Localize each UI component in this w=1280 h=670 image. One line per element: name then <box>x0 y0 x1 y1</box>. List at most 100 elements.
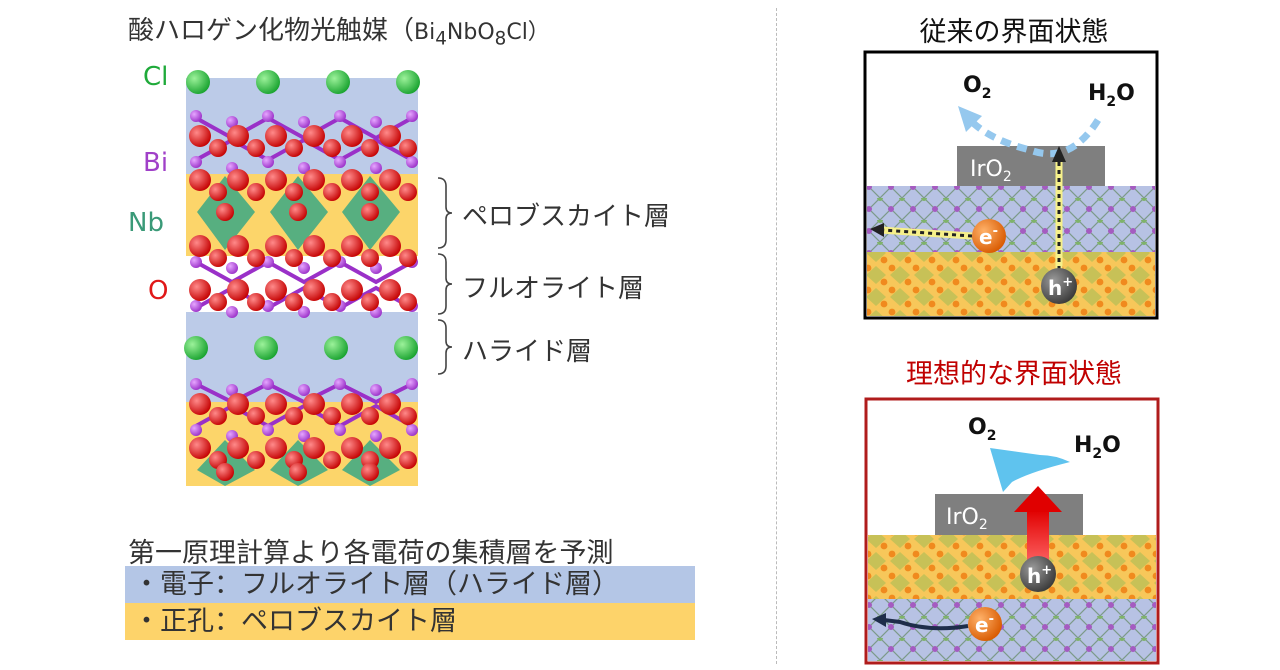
electron-label: e- <box>975 612 994 637</box>
hole-ball <box>1041 268 1077 304</box>
o-atom <box>379 437 401 459</box>
bi-atom <box>298 162 310 174</box>
bi-atom <box>262 300 274 312</box>
bi-atom <box>226 116 238 128</box>
hole-arrowhead <box>1052 146 1066 162</box>
o-atom <box>289 203 307 221</box>
formula: Bi4NbO8Cl） <box>414 20 550 49</box>
o-atom <box>285 407 303 425</box>
o-atom <box>227 437 249 459</box>
o-atom <box>227 169 249 191</box>
o-atom <box>227 125 249 147</box>
bi-atom <box>334 156 346 168</box>
fluorite-layer <box>867 186 1155 252</box>
cl-atom <box>256 70 280 94</box>
cl-atom <box>254 336 278 360</box>
bi-atom <box>190 256 202 268</box>
o-atom <box>265 393 287 415</box>
divider <box>776 8 777 664</box>
layer-label-fluorite: フルオライト層 <box>462 274 645 304</box>
bi-atom <box>226 306 238 318</box>
hole-label: h+ <box>1048 275 1073 300</box>
o-atom <box>285 183 303 201</box>
o-atom <box>341 125 363 147</box>
formula-sub: 8 <box>494 28 507 50</box>
fluorite-layer <box>868 599 1156 661</box>
reaction-arc <box>967 117 1101 158</box>
o-atom <box>323 407 341 425</box>
electron-arrowhead <box>870 223 884 237</box>
o-atom <box>189 169 211 191</box>
iro2-block <box>957 146 1105 186</box>
element-label-bi: Bi <box>143 148 169 178</box>
bi-atom <box>262 378 274 390</box>
summary-line-hole: ・正孔：ペロブスカイト層 <box>125 603 695 640</box>
conventional-title: 従来の界面状態 <box>919 17 1109 48</box>
bi-atom <box>298 262 310 274</box>
hole-ball <box>1020 556 1056 592</box>
electron-ball <box>972 219 1006 253</box>
bi-atom <box>334 378 346 390</box>
o-atom <box>379 279 401 301</box>
bi-atom <box>406 110 418 122</box>
bi-atom <box>226 384 238 396</box>
bi-atom <box>370 384 382 396</box>
o-atom <box>209 407 227 425</box>
o-atom <box>265 169 287 191</box>
o-atom <box>323 183 341 201</box>
o-atom <box>265 235 287 257</box>
o-atom <box>189 437 211 459</box>
o-atom <box>209 183 227 201</box>
bi-atom <box>298 384 310 396</box>
left-title: 酸ハロゲン化物光触媒（Bi4NbO8Cl） <box>128 10 550 49</box>
ideal-title: 理想的な界面状態 <box>906 359 1122 390</box>
reaction-arrow <box>990 448 1070 492</box>
cl-atom <box>396 70 420 94</box>
o-atom <box>209 139 227 157</box>
o-atom <box>399 293 417 311</box>
h2o-label: H2O <box>1074 433 1121 462</box>
cl-atom <box>186 70 210 94</box>
o-atom <box>323 451 341 469</box>
o-atom <box>227 393 249 415</box>
iro2-block <box>935 494 1083 535</box>
o2-label: O2 <box>963 73 991 102</box>
layer-brace <box>437 177 453 249</box>
o-atom <box>361 183 379 201</box>
formula-sub: 4 <box>435 28 447 50</box>
reaction-arrowhead <box>958 106 982 132</box>
o-atom <box>303 235 325 257</box>
electron-ball <box>968 607 1002 641</box>
formula-part: Cl） <box>506 20 550 45</box>
summary-title: 第一原理計算より各電荷の集積層を予測 <box>128 538 614 569</box>
bi-atom <box>406 424 418 436</box>
element-label-o: O <box>148 276 169 306</box>
o-atom <box>189 125 211 147</box>
left-title-text: 酸ハロゲン化物光触媒（ <box>128 16 415 46</box>
cl-atom <box>394 336 418 360</box>
o-atom <box>361 293 379 311</box>
layer-label-halide: ハライド層 <box>462 337 593 367</box>
cl-atom <box>324 336 348 360</box>
o-atom <box>189 279 211 301</box>
cl-atom <box>184 336 208 360</box>
o-atom <box>209 293 227 311</box>
o-atom <box>341 437 363 459</box>
cl-atom <box>326 70 350 94</box>
bi-atom <box>262 156 274 168</box>
o-atom <box>303 125 325 147</box>
o-atom <box>247 451 265 469</box>
bi-atom <box>190 300 202 312</box>
bi-atom <box>298 306 310 318</box>
bi-atom <box>190 378 202 390</box>
o-atom <box>399 407 417 425</box>
o-atom <box>399 139 417 157</box>
summary-line-electron: ・電子：フルオライト層（ハライド層） <box>125 566 695 603</box>
o-atom <box>361 139 379 157</box>
bi-atom <box>190 156 202 168</box>
o-atom <box>379 393 401 415</box>
h2o-label: H2O <box>1088 81 1135 110</box>
o-atom <box>399 451 417 469</box>
o-atom <box>189 235 211 257</box>
